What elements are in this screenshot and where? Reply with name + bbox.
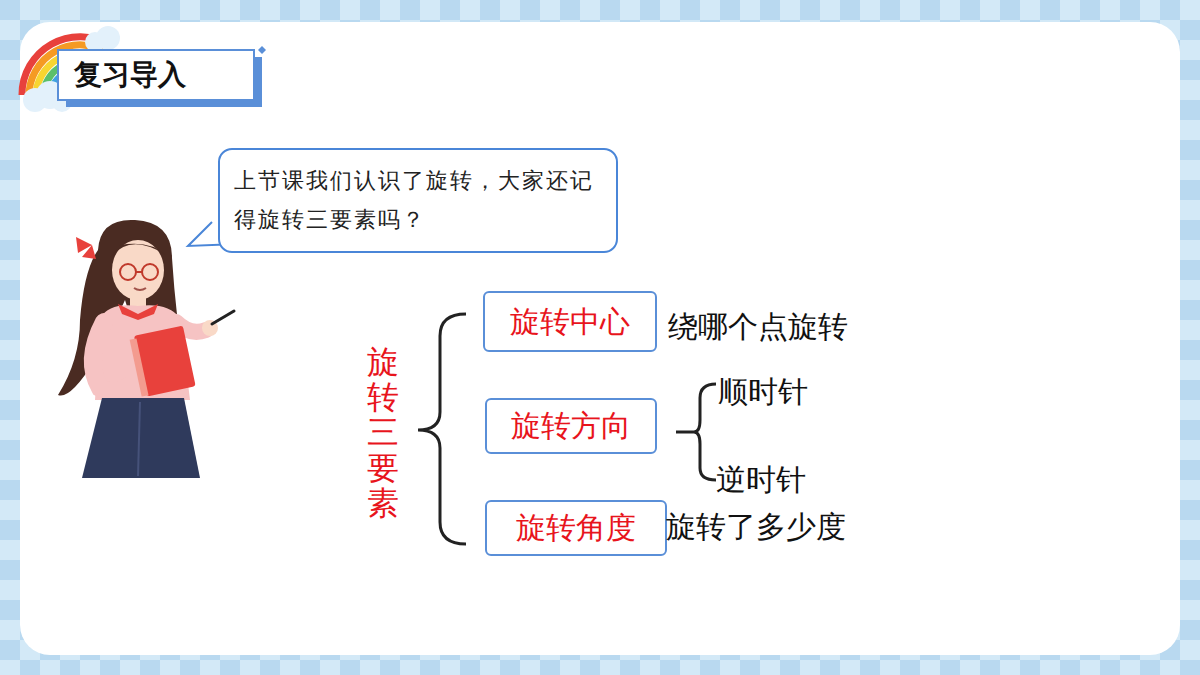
element-name: 旋转方向 xyxy=(511,408,631,444)
element-name: 旋转角度 xyxy=(516,510,636,546)
sparkle xyxy=(258,46,266,54)
white-panel xyxy=(20,22,1180,655)
title-tag xyxy=(58,50,254,100)
direction-option: 逆时针 xyxy=(716,460,806,501)
direction-option: 顺时针 xyxy=(718,372,808,413)
speech-bubble: 上节课我们认识了旋转，大家还记得旋转三要素吗？ xyxy=(218,148,618,253)
element-box: 旋转中心 xyxy=(483,291,657,352)
big-brace xyxy=(418,314,466,544)
vertical-heading: 旋转三要素 xyxy=(367,345,399,521)
element-box: 旋转角度 xyxy=(485,500,667,556)
teacher-illustration xyxy=(58,220,234,478)
bubble-text: 上节课我们认识了旋转，大家还记得旋转三要素吗？ xyxy=(234,162,602,239)
element-box: 旋转方向 xyxy=(485,398,657,454)
explanation-text: 旋转了多少度 xyxy=(666,507,846,548)
explanation-text: 绕哪个点旋转 xyxy=(668,307,848,348)
small-brace xyxy=(676,384,716,480)
element-name: 旋转中心 xyxy=(510,304,630,340)
section-title: 复习导入 xyxy=(74,56,186,94)
